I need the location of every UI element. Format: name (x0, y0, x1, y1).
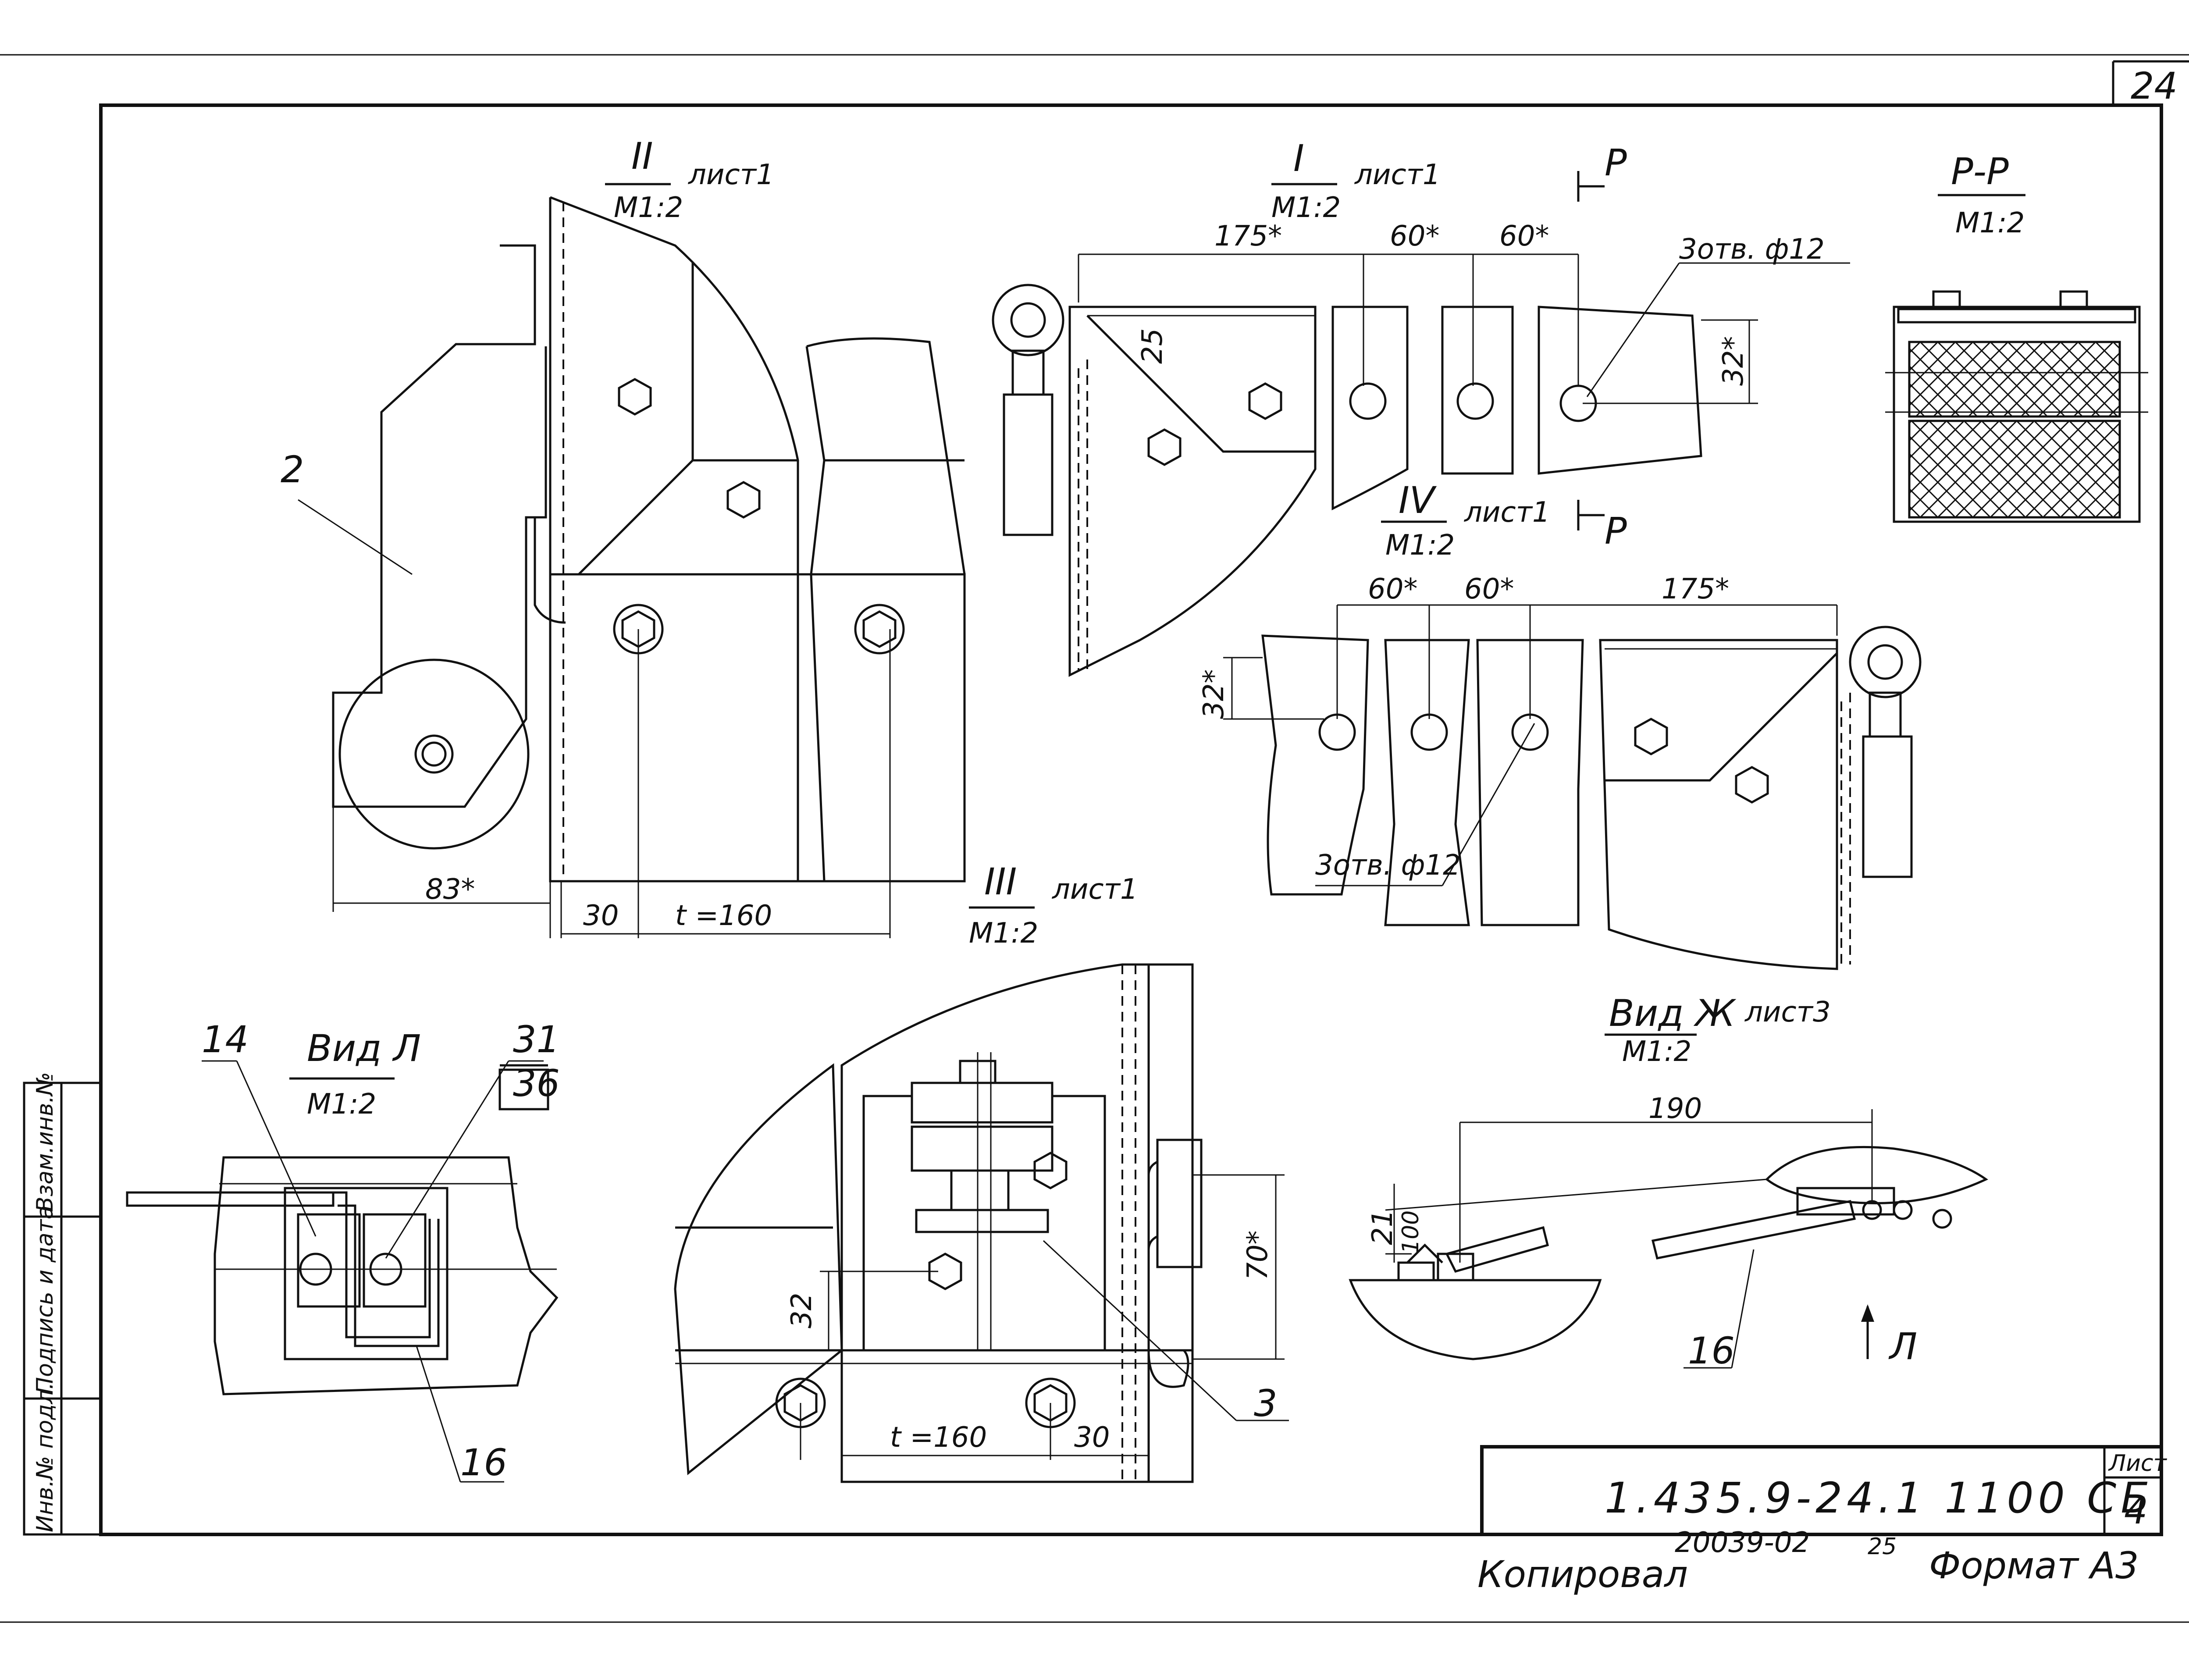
dim-70: 70* (1242, 1231, 1274, 1280)
view-L-scale: М1:2 (307, 1088, 376, 1121)
callout-31: 31 (513, 1018, 560, 1061)
stamp-replace-inv: Взам.инв.№ (32, 1072, 58, 1212)
archive-sub: 25 (1868, 1534, 1897, 1560)
section-PP-drawing (1885, 290, 2148, 523)
view-Zh-title: Вид Ж (1609, 992, 1737, 1035)
hole-label-mid: 3отв. ф12 (1315, 849, 1461, 882)
view-L-detail (1349, 1109, 1988, 1369)
view-II-sheet: лист1 (687, 159, 774, 191)
dim-32-bottom: 32 (786, 1293, 818, 1328)
callout-3: 3 (1254, 1382, 1277, 1425)
view-III-sheet: лист1 (1051, 873, 1138, 906)
view-I-drawing (992, 171, 1850, 677)
section-PP-scale: М1:2 (1955, 207, 2025, 239)
format-label: Формат А3 (1929, 1544, 2139, 1587)
view-Zh-sheet: лист3 (1744, 996, 1831, 1029)
page-number: 24 (2131, 64, 2178, 107)
dim-t160-top: t =160 (675, 900, 772, 932)
dim-100: 100 (1398, 1210, 1424, 1254)
dim-30-bottom: 30 (1074, 1421, 1110, 1454)
dim-25: 25 (1136, 328, 1169, 364)
callout-16-left: 16 (460, 1441, 507, 1484)
dim-60-top-b: 60* (1499, 220, 1549, 253)
view-IV-sheet: лист1 (1463, 496, 1550, 529)
callout-14: 14 (202, 1018, 249, 1061)
copied-label: Копировал (1477, 1553, 1688, 1596)
dim-175-mid: 175* (1662, 573, 1729, 605)
view-III-scale: М1:2 (969, 917, 1038, 950)
dim-21: 21 (1367, 1210, 1399, 1245)
dim-60-mid-a: 60* (1368, 573, 1417, 605)
sheet-frame (0, 54, 2189, 1623)
cut-P-bottom: Р (1605, 509, 1627, 552)
callout-16-right: 16 (1688, 1329, 1735, 1372)
dim-60-mid-b: 60* (1464, 573, 1514, 605)
dim-175-top: 175* (1214, 220, 1282, 253)
dim-60-top-a: 60* (1390, 220, 1439, 253)
view-III-drawing (674, 963, 1289, 1483)
dim-30-top: 30 (583, 900, 619, 932)
view-IV-roman: IV (1399, 479, 1437, 522)
side-stamp (23, 1082, 102, 1536)
stamp-inv-no: Инв.№ подл. (32, 1382, 58, 1532)
dim-190: 190 (1648, 1093, 1702, 1125)
view-IV-scale: М1:2 (1385, 529, 1455, 562)
view-II-drawing (298, 196, 966, 938)
section-PP-title: Р-Р (1951, 150, 2009, 193)
stamp-sign-date: Подпись и дата (32, 1205, 58, 1394)
view-I-roman: I (1293, 137, 1304, 180)
view-IV-drawing (1223, 604, 1922, 970)
title-block (1480, 1445, 2163, 1536)
hole-label-top: 3отв. ф12 (1679, 233, 1825, 266)
view-L-title: Вид Л (307, 1027, 421, 1070)
designation: 1.435.9-24.1 1100 СБ (1605, 1474, 2154, 1523)
view-Zh-scale: М1:2 (1622, 1036, 1691, 1068)
view-I-sheet: лист1 (1354, 159, 1441, 191)
dim-32-mid: 32* (1198, 669, 1230, 719)
view-II-scale: М1:2 (614, 192, 683, 224)
view-II-roman: II (631, 135, 653, 178)
dim-32-top: 32* (1717, 336, 1750, 386)
sheet-number: 4 (2124, 1489, 2147, 1532)
view-L-arrow-letter: Л (1888, 1325, 1917, 1368)
archive-number: 20039-02 (1675, 1527, 1810, 1559)
cut-P-top: Р (1605, 141, 1627, 184)
sheet-label: Лист (2108, 1450, 2167, 1477)
view-L-drawing (126, 1060, 559, 1483)
dim-t160-bottom: t =160 (890, 1421, 987, 1454)
callout-36: 36 (513, 1062, 560, 1105)
dim-83: 83* (425, 873, 475, 906)
view-III-roman: III (984, 860, 1017, 903)
callout-2: 2 (281, 448, 304, 491)
view-I-scale: М1:2 (1271, 192, 1341, 224)
